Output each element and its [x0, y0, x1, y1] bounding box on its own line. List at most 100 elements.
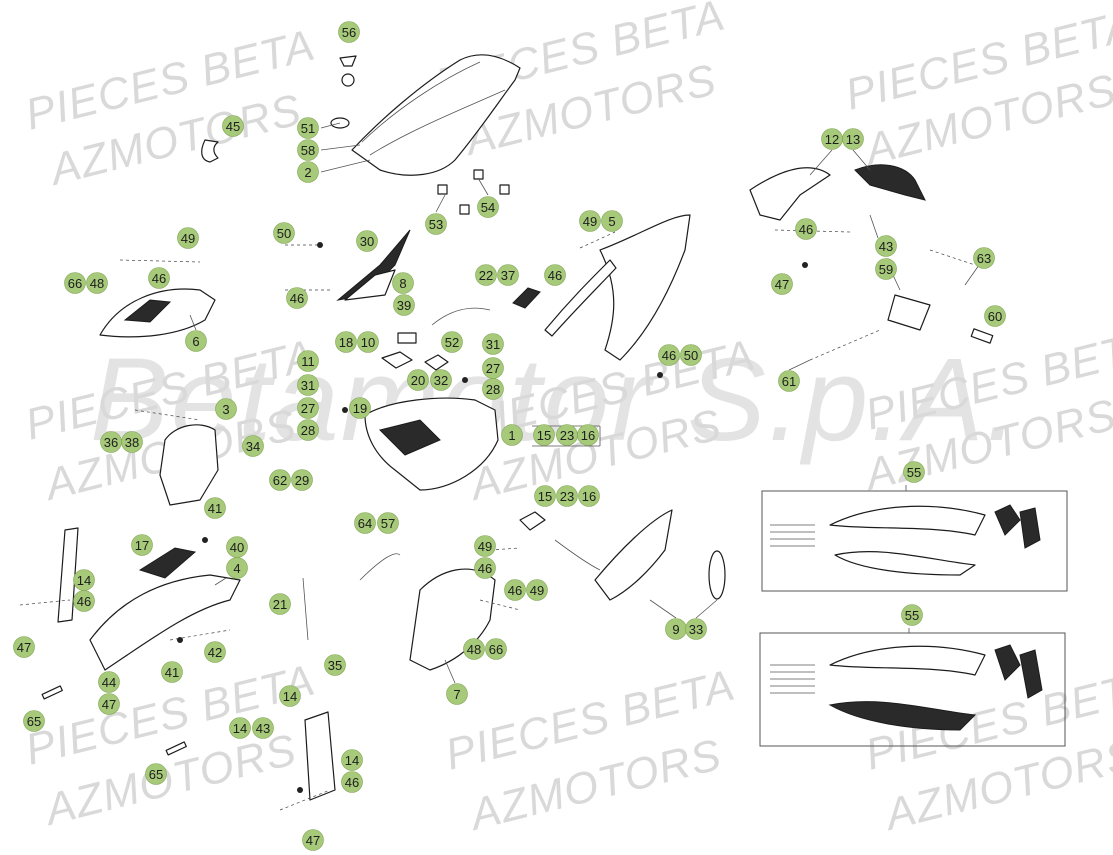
callout-50[interactable]: 50 [273, 222, 295, 244]
callout-63[interactable]: 63 [973, 247, 995, 269]
callout-13[interactable]: 13 [842, 128, 864, 150]
callout-46[interactable]: 46 [658, 344, 680, 366]
callout-46[interactable]: 46 [148, 267, 170, 289]
callout-4[interactable]: 4 [226, 557, 248, 579]
callout-52[interactable]: 52 [441, 331, 463, 353]
callout-46[interactable]: 46 [73, 590, 95, 612]
callout-29[interactable]: 29 [291, 469, 313, 491]
callout-16[interactable]: 16 [577, 424, 599, 446]
callout-31[interactable]: 31 [482, 333, 504, 355]
callout-30[interactable]: 30 [356, 230, 378, 252]
callout-34[interactable]: 34 [242, 435, 264, 457]
callout-48[interactable]: 48 [463, 638, 485, 660]
callout-49[interactable]: 49 [474, 535, 496, 557]
callout-35[interactable]: 35 [324, 654, 346, 676]
callout-3[interactable]: 3 [215, 398, 237, 420]
callout-49[interactable]: 49 [526, 579, 548, 601]
callout-47[interactable]: 47 [302, 829, 324, 851]
callout-37[interactable]: 37 [497, 264, 519, 286]
callout-33[interactable]: 33 [685, 618, 707, 640]
callout-48[interactable]: 48 [86, 272, 108, 294]
callout-46[interactable]: 46 [286, 287, 308, 309]
callout-59[interactable]: 59 [875, 258, 897, 280]
callout-41[interactable]: 41 [204, 497, 226, 519]
callout-18[interactable]: 18 [335, 331, 357, 353]
callout-38[interactable]: 38 [121, 431, 143, 453]
callout-31[interactable]: 31 [297, 374, 319, 396]
callout-65[interactable]: 65 [23, 710, 45, 732]
callout-19[interactable]: 19 [349, 397, 371, 419]
callout-27[interactable]: 27 [297, 397, 319, 419]
headlight-mask-detail [123, 299, 172, 323]
callout-9[interactable]: 9 [665, 618, 687, 640]
callout-22[interactable]: 22 [475, 264, 497, 286]
callout-12[interactable]: 12 [821, 128, 843, 150]
callout-15[interactable]: 15 [533, 424, 555, 446]
callout-54[interactable]: 54 [477, 196, 499, 218]
callout-39[interactable]: 39 [393, 294, 415, 316]
callout-21[interactable]: 21 [269, 593, 291, 615]
callout-number: 53 [429, 217, 443, 232]
callout-balloon [64, 272, 86, 294]
callout-32[interactable]: 32 [430, 369, 452, 391]
callout-36[interactable]: 36 [100, 431, 122, 453]
callout-57[interactable]: 57 [377, 512, 399, 534]
callout-47[interactable]: 47 [771, 273, 793, 295]
callout-65[interactable]: 65 [145, 763, 167, 785]
callout-41[interactable]: 41 [161, 661, 183, 683]
callout-56[interactable]: 56 [338, 21, 360, 43]
callout-28[interactable]: 28 [482, 378, 504, 400]
callout-47[interactable]: 47 [98, 693, 120, 715]
callout-66[interactable]: 66 [485, 638, 507, 660]
callout-16[interactable]: 16 [578, 485, 600, 507]
callout-27[interactable]: 27 [482, 357, 504, 379]
callout-46[interactable]: 46 [504, 579, 526, 601]
callout-14[interactable]: 14 [279, 685, 301, 707]
callout-50[interactable]: 50 [680, 344, 702, 366]
callout-62[interactable]: 62 [269, 469, 291, 491]
callout-61[interactable]: 61 [778, 370, 800, 392]
callout-17[interactable]: 17 [131, 534, 153, 556]
callout-42[interactable]: 42 [204, 641, 226, 663]
callout-10[interactable]: 10 [357, 331, 379, 353]
callout-55[interactable]: 55 [903, 461, 925, 483]
callout-11[interactable]: 11 [297, 350, 319, 372]
callout-53[interactable]: 53 [425, 213, 447, 235]
callout-49[interactable]: 49 [177, 227, 199, 249]
callout-5[interactable]: 5 [601, 210, 623, 232]
callout-23[interactable]: 23 [556, 485, 578, 507]
callout-8[interactable]: 8 [392, 272, 414, 294]
callout-58[interactable]: 58 [297, 139, 319, 161]
callout-14[interactable]: 14 [229, 717, 251, 739]
callout-46[interactable]: 46 [795, 218, 817, 240]
callout-number: 61 [782, 374, 796, 389]
callout-6[interactable]: 6 [185, 330, 207, 352]
callout-47[interactable]: 47 [13, 636, 35, 658]
callout-46[interactable]: 46 [544, 264, 566, 286]
callout-1[interactable]: 1 [501, 424, 523, 446]
callout-number: 17 [135, 538, 149, 553]
callout-45[interactable]: 45 [222, 115, 244, 137]
callout-15[interactable]: 15 [534, 485, 556, 507]
callout-40[interactable]: 40 [226, 536, 248, 558]
callout-60[interactable]: 60 [984, 305, 1006, 327]
callout-23[interactable]: 23 [556, 424, 578, 446]
callout-51[interactable]: 51 [297, 117, 319, 139]
callout-44[interactable]: 44 [98, 671, 120, 693]
callout-28[interactable]: 28 [297, 419, 319, 441]
callout-14[interactable]: 14 [73, 569, 95, 591]
callout-7[interactable]: 7 [446, 683, 468, 705]
callout-balloon [795, 218, 817, 240]
callout-20[interactable]: 20 [407, 369, 429, 391]
callout-number: 46 [478, 561, 492, 576]
callout-43[interactable]: 43 [252, 717, 274, 739]
callout-49[interactable]: 49 [579, 210, 601, 232]
callout-46[interactable]: 46 [341, 771, 363, 793]
callout-43[interactable]: 43 [875, 235, 897, 257]
callout-66[interactable]: 66 [64, 272, 86, 294]
callout-64[interactable]: 64 [354, 512, 376, 534]
callout-2[interactable]: 2 [297, 161, 319, 183]
callout-14[interactable]: 14 [341, 749, 363, 771]
callout-55[interactable]: 55 [901, 604, 923, 626]
callout-46[interactable]: 46 [474, 557, 496, 579]
